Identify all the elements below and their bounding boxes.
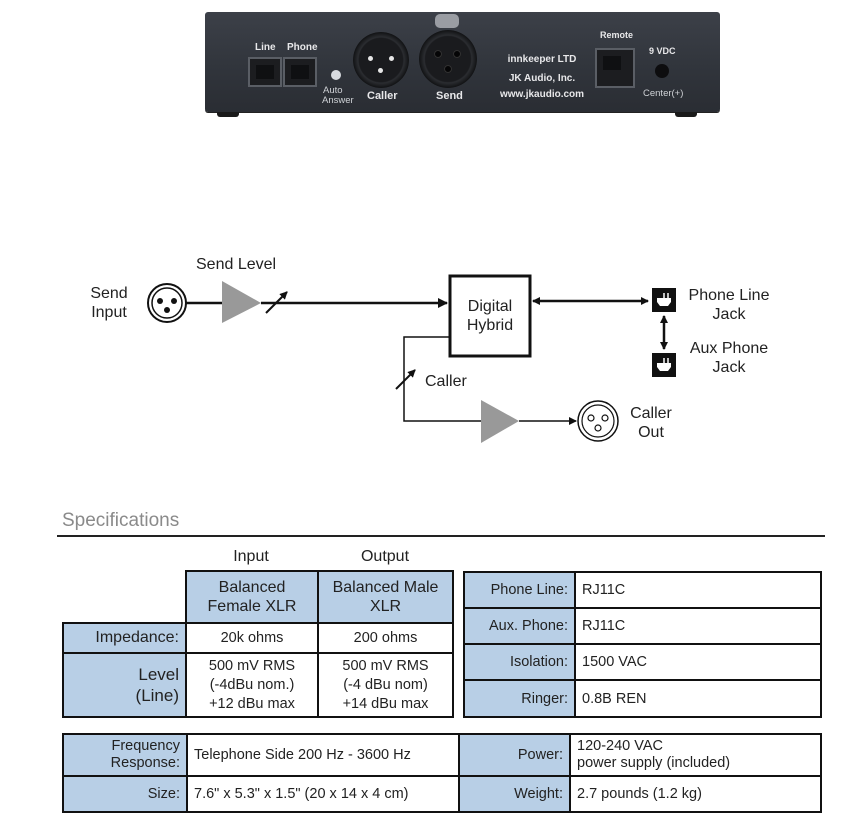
- aux-phone-value: RJ11C: [574, 607, 822, 645]
- xlr-female-send-connector: [419, 30, 477, 88]
- level-output-value: 500 mV RMS(-4 dBu nom)+14 dBu max: [317, 652, 454, 718]
- power-label: Power:: [458, 733, 571, 777]
- phone-spec-table: Phone Line: RJ11C Aux. Phone: RJ11C Isol…: [463, 571, 822, 718]
- size-label: Size:: [62, 775, 188, 813]
- specifications-heading: Specifications: [62, 510, 180, 531]
- column-header-output: Output: [360, 548, 410, 565]
- rj11-phone-port: [283, 57, 317, 87]
- signal-flow-diagram: [147, 274, 676, 443]
- phone-line-value: RJ11C: [574, 571, 822, 609]
- specifications-divider: [57, 535, 825, 537]
- frequency-response-value: Telephone Side 200 Hz - 3600 Hz: [186, 733, 460, 777]
- phone-line-jack-icon: [652, 288, 676, 312]
- remote-port-label: Remote: [600, 30, 634, 40]
- brand-line-1: innkeeper LTD: [507, 54, 577, 65]
- caller-label: Caller: [425, 373, 467, 390]
- port-label-line: Line: [255, 42, 276, 53]
- ringer-label: Ringer:: [463, 679, 576, 718]
- ringer-value: 0.8B REN: [574, 679, 822, 718]
- caller-wire-1: [403, 336, 481, 422]
- impedance-output-value: 200 ohms: [317, 622, 454, 654]
- send-level-adjust-arrow-icon: [265, 291, 288, 314]
- rj45-remote-port: [595, 48, 635, 88]
- caller-port-label: Caller: [367, 90, 398, 102]
- caller-out-xlr-icon: [577, 400, 619, 442]
- level-input-value: 500 mV RMS(-4dBu nom.)+12 dBu max: [185, 652, 319, 718]
- rj11-line-port: [248, 57, 282, 87]
- power-label: 9 VDC: [649, 46, 676, 56]
- isolation-label: Isolation:: [463, 643, 576, 681]
- send-port-label: Send: [436, 90, 463, 102]
- column-header-input: Input: [233, 548, 269, 565]
- brand-line-2: JK Audio, Inc.: [508, 73, 576, 84]
- weight-label: Weight:: [458, 775, 571, 813]
- port-label-phone: Phone: [287, 42, 318, 53]
- caller-level-adjust-arrow-icon: [395, 369, 416, 390]
- auto-answer-led-icon: [331, 70, 341, 80]
- empty-corner-cell: [63, 571, 187, 624]
- auto-answer-label-2: Answer: [322, 95, 354, 106]
- send-input-xlr-icon: [147, 283, 187, 323]
- isolation-value: 1500 VAC: [574, 643, 822, 681]
- send-level-label: Send Level: [196, 256, 277, 273]
- phone-line-label: Phone Line:: [463, 571, 576, 609]
- brand-line-3: www.jkaudio.com: [499, 89, 585, 100]
- send-level-amplifier-icon: [222, 281, 261, 323]
- size-value: 7.6" x 5.3" x 1.5" (20 x 14 x 4 cm): [186, 775, 460, 813]
- aux-phone-label: Aux. Phone:: [463, 607, 576, 645]
- auto-answer-label-1: Auto: [323, 85, 343, 96]
- device-rear-panel-photo: Line Phone Auto Answer Caller Send innke…: [205, 12, 720, 117]
- aux-phone-jack-icon: [652, 353, 676, 377]
- caller-amplifier-icon: [481, 400, 519, 443]
- digital-hybrid-box: [448, 274, 532, 358]
- xlr-male-caller-connector: [353, 32, 409, 88]
- dc-power-jack-icon: [655, 64, 669, 78]
- weight-value: 2.7 pounds (1.2 kg): [569, 775, 822, 813]
- impedance-input-value: 20k ohms: [185, 622, 319, 654]
- polarity-label: Center(+): [643, 88, 684, 99]
- push-latch-icon: [435, 14, 459, 28]
- impedance-label: Impedance:: [62, 622, 187, 654]
- level-label: Level(Line): [62, 652, 187, 718]
